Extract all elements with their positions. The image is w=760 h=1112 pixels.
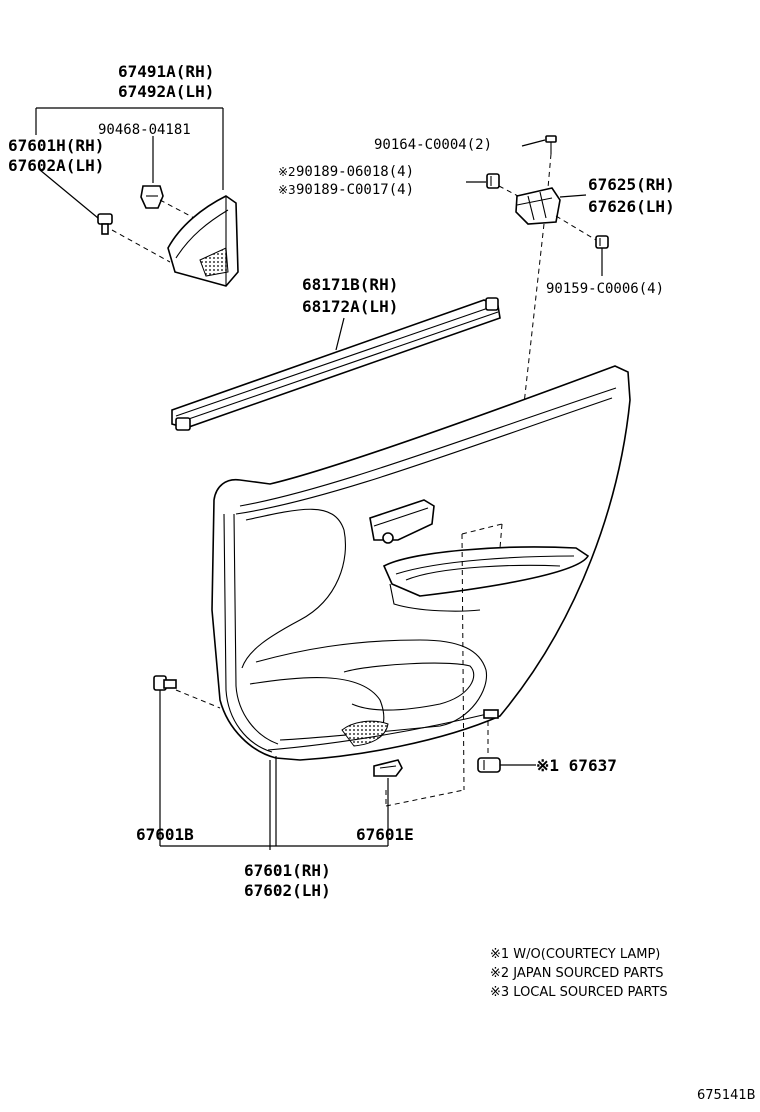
speaker-cover-group: 67491A(RH) 67492A(LH) 90468-04181 67601H… — [8, 62, 239, 287]
label-67601b: 67601B — [136, 825, 194, 844]
label-67625: 67625(RH) — [588, 175, 675, 194]
note-2: ※2 JAPAN SOURCED PARTS — [490, 966, 664, 981]
bolt-90159 — [595, 235, 609, 249]
weatherstrip-group: 68171B(RH) 68172A(LH) — [171, 275, 501, 431]
bracket-group: 90164-C0004(2) ※2 90189-06018(4) ※3 9018… — [278, 135, 675, 549]
armrest-pull-cup — [382, 546, 590, 612]
label-67601h: 67601H(RH) — [8, 136, 104, 155]
mark-2: ※2 — [278, 165, 296, 179]
label-67601e: 67601E — [356, 825, 414, 844]
note-1: ※1 W/O(COURTECY LAMP) — [490, 947, 660, 962]
label-67602a: 67602A(LH) — [8, 156, 104, 175]
bracket-67625 — [515, 187, 561, 225]
inside-handle — [369, 499, 435, 544]
door-trim-panel — [211, 365, 631, 850]
label-90189-b: 90189-C0017(4) — [296, 182, 414, 198]
weatherstrip-68171b — [171, 297, 501, 431]
clip-67601e — [373, 759, 403, 777]
label-67637: ※1 67637 — [536, 756, 617, 775]
label-67491a: 67491A(RH) — [118, 62, 214, 81]
speaker-cover — [167, 195, 239, 287]
part-67637 — [477, 757, 501, 773]
label-68172a: 68172A(LH) — [302, 297, 398, 316]
note-3: ※3 LOCAL SOURCED PARTS — [490, 985, 668, 1000]
label-67626: 67626(LH) — [588, 197, 675, 216]
clip-67601b — [153, 675, 177, 691]
screw-67601h — [97, 213, 113, 235]
label-68171b: 68171B(RH) — [302, 275, 398, 294]
mark-3: ※3 — [278, 183, 296, 197]
diagram-code: 675141B — [697, 1088, 756, 1103]
label-67601: 67601(RH) — [244, 861, 331, 880]
label-90189-a: 90189-06018(4) — [296, 164, 414, 180]
label-90164: 90164-C0004(2) — [374, 137, 492, 153]
bolt-90164 — [545, 135, 557, 154]
notes-legend: ※1 W/O(COURTECY LAMP) ※2 JAPAN SOURCED P… — [490, 947, 668, 1000]
label-67492a: 67492A(LH) — [118, 82, 214, 101]
clip-90468 — [140, 185, 164, 209]
label-67602: 67602(LH) — [244, 881, 331, 900]
label-90159: 90159-C0006(4) — [546, 281, 664, 297]
nut-90189 — [486, 173, 500, 189]
fasteners-bottom: ※1 67637 67601B 67601E 67601(RH) 67602(L… — [136, 675, 617, 900]
label-90468: 90468-04181 — [98, 122, 191, 138]
